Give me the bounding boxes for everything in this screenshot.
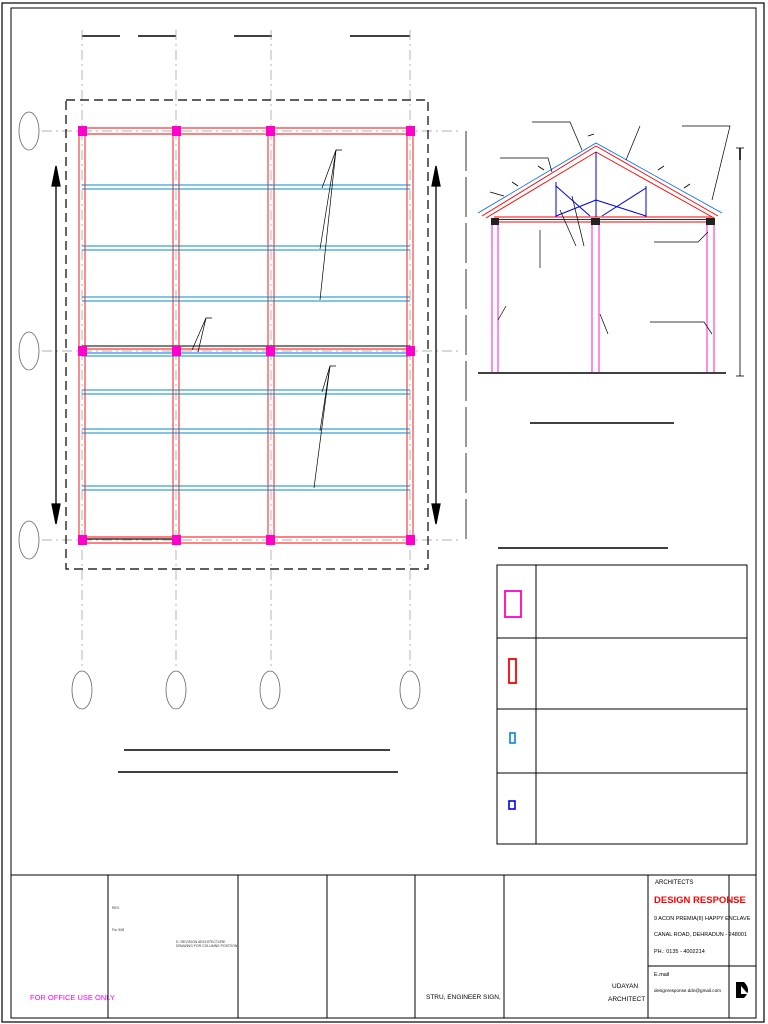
main-beam-icon <box>508 658 517 684</box>
firm-logo <box>731 968 755 1016</box>
grid-bubble-col-3 <box>259 670 281 710</box>
plan-grid-lines-horizontal <box>42 130 460 541</box>
architect-role: ARCHITECT <box>608 996 646 1003</box>
purlin-icon <box>509 732 516 744</box>
main-beams <box>78 127 414 544</box>
firm-name: DESIGN RESPONSE <box>654 895 746 906</box>
architect-name: UDAYAN <box>612 983 639 990</box>
email-address: designresponse.ddn@gmail.com <box>654 988 721 993</box>
address-line-1: 9 ACON PREMIA(II) HAPPY ENCLAVE <box>654 916 751 922</box>
grid-bubble-row-1 <box>18 111 40 151</box>
phone-number: PH.: 0135 - 4002214 <box>654 949 705 955</box>
drawing-description: D. REVISION ARCHITECTURE DRAWING FOR COL… <box>176 940 238 949</box>
section-slope-ticks <box>511 133 691 189</box>
plan-side-dimensions <box>51 131 467 540</box>
truss-bottom-chord <box>494 216 712 223</box>
address-line-2: CANAL ROAD, DEHRADUN - 248001 <box>654 932 748 938</box>
section-leaders <box>489 121 731 335</box>
title-block <box>11 874 756 1018</box>
email-label: E.mail <box>654 972 670 978</box>
plan-columns <box>78 126 415 545</box>
grid-bubble-col-4 <box>399 670 421 710</box>
grid-bubble-col-2 <box>165 670 187 710</box>
firm-label: ARCHITECTS <box>655 880 694 886</box>
truss-section <box>477 121 744 424</box>
engineer-sign-label: STRU, ENGINEER SIGN, <box>426 994 501 1001</box>
truss-member-icon <box>508 800 516 810</box>
roof-plan <box>18 30 467 773</box>
sheet-inner-border <box>10 7 757 1019</box>
section-dimension <box>736 147 744 377</box>
rev-label: REV. <box>112 906 120 910</box>
grid-bubble-row-2 <box>18 331 40 371</box>
office-use-label: FOR OFFICE USE ONLY <box>30 993 115 1002</box>
purlins <box>82 184 410 491</box>
section-columns <box>491 222 715 372</box>
grid-bubble-row-3 <box>18 520 40 560</box>
plan-grid-lines-vertical <box>81 30 411 670</box>
grid-bubble-col-1 <box>71 670 93 710</box>
section-column-caps <box>491 218 715 225</box>
roof-outline <box>65 99 429 570</box>
middle-beam <box>82 345 410 357</box>
legend-table <box>496 564 748 845</box>
truss-rafters <box>477 142 723 219</box>
fw-label: Fw. 508 <box>112 928 125 932</box>
plan-leaders <box>191 149 342 489</box>
legend <box>496 547 748 845</box>
column-icon <box>504 590 522 618</box>
